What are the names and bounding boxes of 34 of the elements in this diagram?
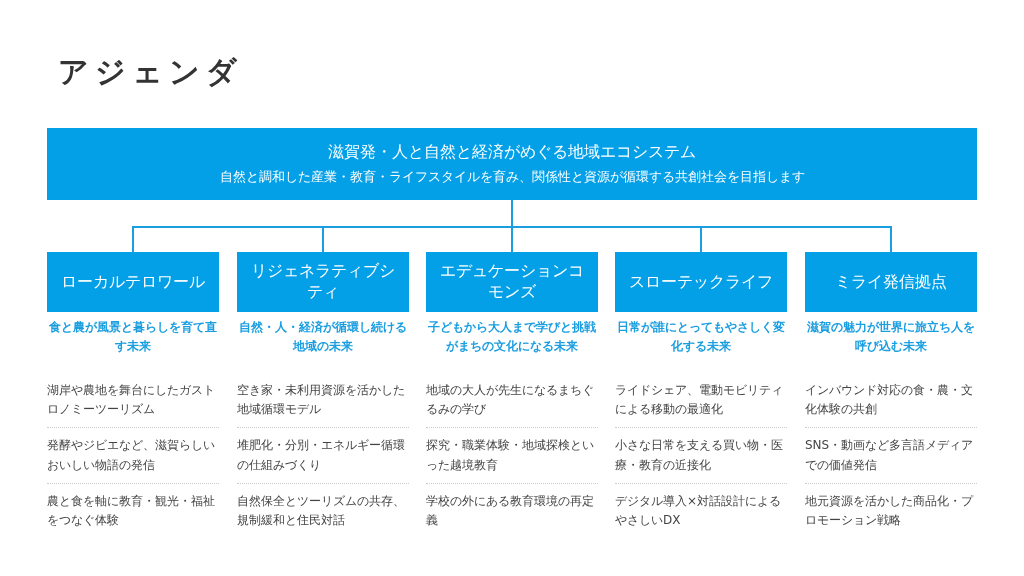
category-box <box>426 252 598 312</box>
list-item-text: 学校の外にある教育環境の再定義 <box>426 492 595 529</box>
list-item-text: インバウンド対応の食・農・文化体験の共創 <box>805 382 974 419</box>
list-item-text: 地元資源を活かした商品化・プロモーション戦略 <box>805 492 975 529</box>
banner-title: 滋賀発・人と自然と経済がめぐる地域エコシステム <box>328 142 696 163</box>
list-item-text: 空き家・未利用資源を活かした地域循環モデル <box>237 382 406 419</box>
list-item-text: 小さな日常を支える買い物・医療・教育の近接化 <box>615 437 784 474</box>
category-subtitle: 子どもから大人まで学びと挑戦がまちの文化になる未来 <box>427 319 597 355</box>
category-box <box>615 252 787 312</box>
list-item-text: 地域の大人が先生になるまちぐるみの学び <box>426 382 595 419</box>
page-title: アジェンダ <box>58 53 243 91</box>
category-subtitle: 食と農が風景と暮らしを育て直す未来 <box>48 319 218 355</box>
list-item-text: 探究・職業体験・地域探検といった越境教育 <box>426 437 595 474</box>
category-box <box>47 252 219 312</box>
category-box <box>237 252 409 312</box>
header-banner <box>47 128 977 200</box>
category-title: ローカルテロワール <box>61 271 205 293</box>
category-subtitle: 自然・人・経済が循環し続ける地域の未来 <box>238 319 408 355</box>
category-title: エデュケーションコモンズ <box>440 261 584 303</box>
category-title: ミライ発信拠点 <box>835 271 947 293</box>
category-title: スローテックライフ <box>629 271 773 293</box>
list-item-text: 農と食を軸に教育・観光・福祉をつなぐ体験 <box>47 492 216 529</box>
category-box <box>805 252 977 312</box>
category-subtitle: 日常が誰にとってもやさしく変化する未来 <box>616 319 786 355</box>
list-item-text: 発酵やジビエなど、滋賀らしいおいしい物語の発信 <box>47 437 216 474</box>
list-item-text: 湖岸や農地を舞台にしたガストロノミーツーリズム <box>47 382 216 419</box>
list-item-text: デジタル導入×対話設計によるやさしいDX <box>615 492 783 529</box>
banner-subtitle: 自然と調和した産業・教育・ライフスタイルを育み、関係性と資源が循環する共創社会を目指します <box>219 169 805 186</box>
list-item-text: 堆肥化・分別・エネルギー循環の仕組みづくり <box>237 437 406 474</box>
list-item-text: ライドシェア、電動モビリティによる移動の最適化 <box>615 382 784 419</box>
list-item-text: SNS・動画など多言語メディアでの価値発信 <box>805 437 975 474</box>
category-subtitle: 滋賀の魅力が世界に旅立ち人を呼び込む未来 <box>806 319 976 355</box>
list-item-text: 自然保全とツーリズムの共存、規制緩和と住民対話 <box>237 492 406 529</box>
category-title: リジェネラティブシティ <box>251 261 395 303</box>
